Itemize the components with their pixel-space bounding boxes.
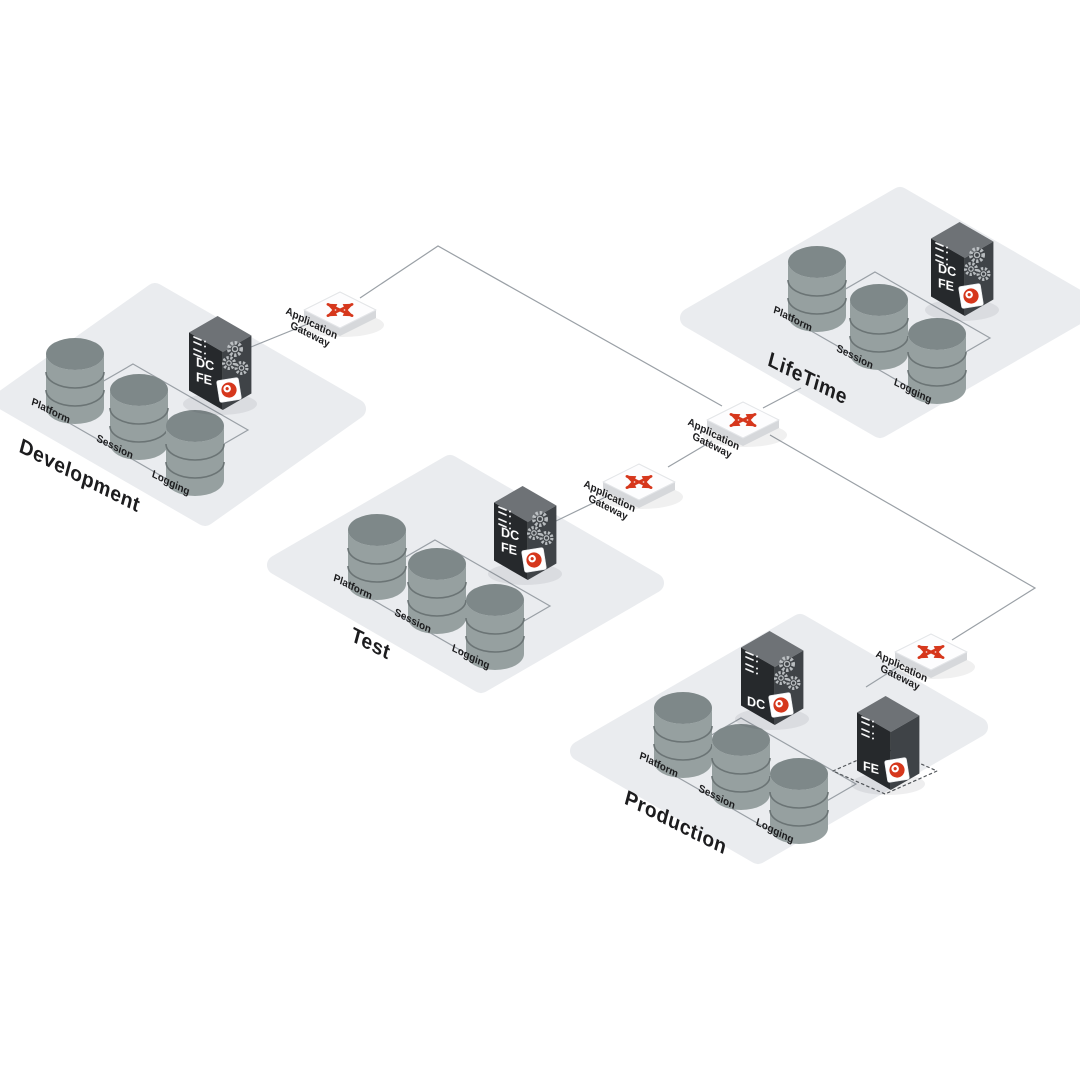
server-role-label-fe: FE xyxy=(501,539,517,558)
server-role-label-dc: DC xyxy=(196,354,215,374)
connector-line-central-lifetime xyxy=(762,387,802,409)
platform-production xyxy=(570,614,988,864)
server-role-label-fe: FE xyxy=(938,275,954,294)
outsystems-logo-icon xyxy=(520,546,548,574)
server-role-label-dc: DC xyxy=(747,693,766,713)
server-dc-fe xyxy=(183,316,257,415)
connector-line-testgateway-central xyxy=(667,440,713,468)
outsystems-logo-icon xyxy=(215,376,243,404)
server-role-label-fe: FE xyxy=(863,758,879,777)
connector-line-devgateway-central xyxy=(359,245,723,407)
server-role-label-dc: DC xyxy=(938,260,957,280)
connector-line-central-prodgateway xyxy=(769,434,1037,641)
server-role-label-dc: DC xyxy=(501,524,520,544)
server-dc-fe xyxy=(488,486,562,585)
outsystems-logo-icon xyxy=(883,756,911,784)
outsystems-logo-icon xyxy=(767,691,795,719)
server-role-label-fe: FE xyxy=(196,369,212,388)
outsystems-logo-icon xyxy=(957,282,985,310)
